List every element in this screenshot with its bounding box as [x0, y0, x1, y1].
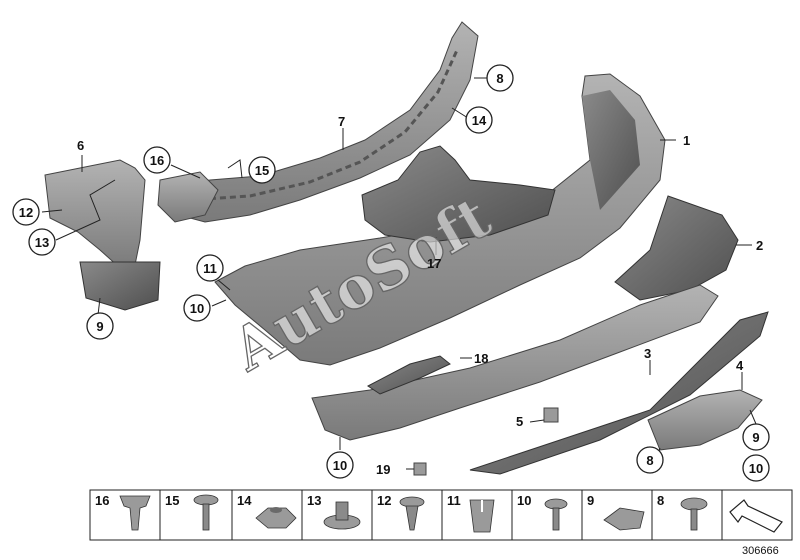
screw-12-head-icon: [399, 496, 425, 508]
svg-text:12: 12: [377, 493, 391, 508]
svg-text:14: 14: [472, 113, 487, 128]
svg-text:11: 11: [203, 261, 217, 276]
callout-19: 19: [376, 462, 390, 477]
callout-3: 3: [644, 346, 651, 361]
leader-lines: [41, 77, 757, 470]
small-trim-part: [367, 355, 451, 395]
svg-text:13: 13: [35, 235, 49, 250]
legend-cell-4: 12: [371, 489, 443, 541]
circled-callout-9-right: 9: [742, 423, 770, 451]
circled-callout-15: 15: [248, 156, 276, 184]
clip-bracket-part: [157, 171, 219, 223]
svg-text:11: 11: [447, 493, 461, 508]
screw-10-head-icon: [544, 498, 568, 510]
circled-callout-10-bottom: 10: [326, 451, 354, 479]
fastener-legend: 16 15 14 13 12 11: [89, 489, 793, 541]
legend-cell-1: 15: [159, 489, 233, 541]
small-clip-part: [543, 407, 559, 423]
expansion-nut-11-icon: [469, 499, 495, 533]
callout-5: 5: [516, 414, 523, 429]
circled-callout-9-left: 9: [86, 312, 114, 340]
center-bracket-part: [361, 145, 556, 243]
svg-text:10: 10: [517, 493, 531, 508]
view-direction-arrow-icon: [729, 499, 783, 533]
svg-text:8: 8: [657, 493, 664, 508]
svg-text:12: 12: [19, 205, 33, 220]
legend-cell-8: 8: [651, 489, 723, 541]
legend-cell-6: 10: [511, 489, 583, 541]
circled-callout-13: 13: [28, 228, 56, 256]
callout-7: 7: [338, 114, 345, 129]
circled-callout-10-left: 10: [183, 294, 211, 322]
circled-callout-11: 11: [196, 254, 224, 282]
svg-text:15: 15: [165, 493, 179, 508]
circled-callout-14: 14: [465, 106, 493, 134]
callout-4: 4: [736, 358, 744, 373]
svg-text:10: 10: [749, 461, 763, 476]
reference-number: 306666: [742, 545, 779, 557]
callout-17: 17: [427, 256, 441, 271]
diffuser-strip-part: [469, 311, 769, 475]
svg-text:16: 16: [95, 493, 109, 508]
lower-bracket-right-part: [647, 389, 763, 451]
circled-callout-16: 16: [143, 146, 171, 174]
svg-text:9: 9: [752, 430, 759, 445]
screw-8-head-icon: [680, 497, 708, 511]
svg-text:10: 10: [190, 301, 204, 316]
bumper-cover-upper-shade: [582, 90, 640, 210]
circled-callout-8-top: 8: [486, 64, 514, 92]
callout-2: 2: [756, 238, 763, 253]
svg-text:13: 13: [307, 493, 321, 508]
callout-1: 1: [683, 133, 690, 148]
carrier-bracket-ribs: [189, 47, 460, 202]
screw-15-head-icon: [193, 494, 219, 506]
legend-cell-7: 9: [581, 489, 653, 541]
screw-15-shank-icon: [202, 503, 210, 531]
spring-clip-9-icon: [603, 507, 645, 531]
svg-text:8: 8: [496, 71, 503, 86]
bumper-lower-part: [311, 284, 719, 441]
nut-14-icon: [255, 507, 297, 529]
circled-callout-12: 12: [12, 198, 40, 226]
callout-18: 18: [474, 351, 488, 366]
svg-text:8: 8: [646, 453, 653, 468]
legend-cell-3: 13: [301, 489, 373, 541]
side-bracket-left-part: [44, 159, 146, 269]
svg-text:14: 14: [237, 493, 252, 508]
legend-cell-arrow: [721, 489, 793, 541]
callout-6: 6: [77, 138, 84, 153]
svg-text:15: 15: [255, 163, 269, 178]
legend-cell-5: 11: [441, 489, 513, 541]
svg-text:10: 10: [333, 458, 347, 473]
circled-callout-8-right: 8: [636, 446, 664, 474]
circled-callout-10-right: 10: [742, 454, 770, 482]
legend-cell-2: 14: [231, 489, 303, 541]
lower-bracket-left-part: [79, 261, 161, 311]
svg-text:16: 16: [150, 153, 164, 168]
legend-cell-0: 16: [89, 489, 161, 541]
svg-text:9: 9: [96, 319, 103, 334]
svg-text:9: 9: [587, 493, 594, 508]
nut-clip-part: [413, 462, 427, 476]
rivet-16-icon: [119, 495, 151, 531]
